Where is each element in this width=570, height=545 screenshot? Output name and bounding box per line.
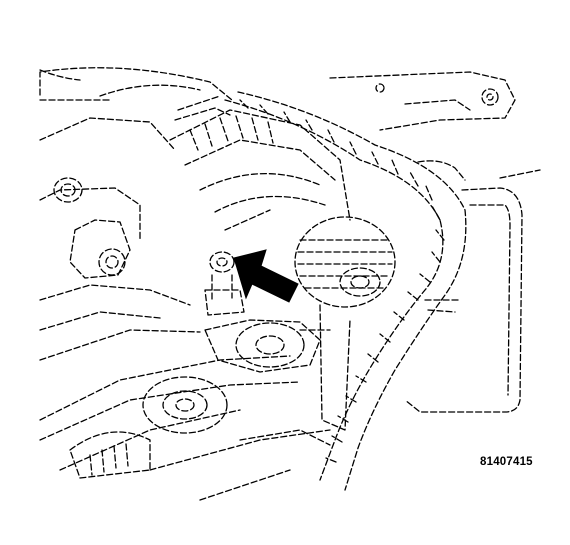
- engine-outlines: [39, 67, 541, 501]
- tensioner-pulley: [235, 322, 305, 368]
- side-cover: [404, 187, 523, 413]
- pulley-grooves: [297, 239, 393, 289]
- mounting-bracket: [69, 219, 131, 279]
- upper-housing-outline: [39, 67, 233, 101]
- idler-pulley: [142, 376, 228, 434]
- wiring-harness: [224, 99, 444, 481]
- alternator-fins: [189, 115, 274, 151]
- figure-number: 81407415: [480, 456, 533, 468]
- support-strap: [319, 304, 351, 431]
- belt-upper-edge: [39, 355, 291, 421]
- left-boss: [53, 177, 83, 203]
- alternator-pulley: [294, 216, 396, 308]
- mounting-bolt: [209, 251, 235, 273]
- tensioner-arm: [204, 319, 321, 373]
- upper-right-bracket: [329, 71, 516, 131]
- callout-arrow: [233, 249, 299, 303]
- alternator-body: [169, 109, 351, 221]
